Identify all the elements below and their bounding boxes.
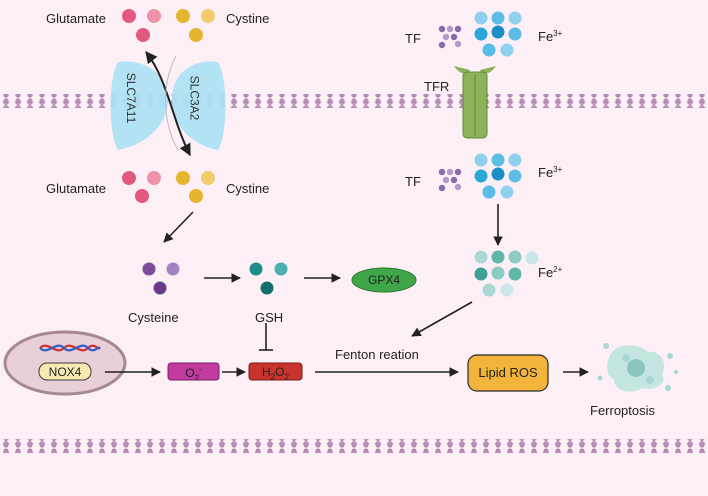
ferroptosis-label: Ferroptosis: [590, 403, 656, 418]
cystine-top-label: Cystine: [226, 11, 270, 26]
glutamate-mid-icon: [122, 171, 161, 203]
o2-label: O2-: [185, 365, 202, 383]
gsh-label: GSH: [255, 310, 284, 325]
tf-mid-icon: [438, 168, 462, 192]
cystine-mid-label: Cystine: [226, 181, 270, 196]
fe2-label: Fe2+: [538, 265, 563, 280]
transporter-divider: [165, 55, 179, 151]
nox4-box: [38, 362, 92, 381]
h2o2-label: H2O2: [262, 365, 289, 382]
slc7a11-label: SLC7A11: [124, 72, 139, 124]
glutamate-top-icon: [122, 9, 161, 42]
cell-membrane-bottom: [0, 439, 708, 453]
arrow-to-cysteine: [163, 211, 194, 243]
gpx4-label: GPX4: [367, 273, 400, 287]
fe3-mid-icon: [474, 153, 522, 199]
glutamate-top-label: Glutamate: [46, 11, 106, 26]
glutamate-mid-label: Glutamate: [46, 181, 106, 196]
arrow-fe2-to-fenton: [411, 301, 473, 337]
ferroptosis-cell-icon: [597, 343, 678, 392]
dna-helix-icon: [39, 344, 101, 352]
lipid-ros-label: Lipid ROS: [478, 365, 538, 380]
h2o2-box: [248, 362, 303, 381]
cysteine-label: Cysteine: [128, 310, 179, 325]
tf-top-label: TF: [405, 31, 421, 46]
gpx4-oval: [351, 267, 417, 293]
exchange-arrow: [145, 51, 191, 157]
tf-top-icon: [438, 25, 462, 49]
fenton-reaction-label: Fenton reation: [335, 347, 419, 362]
slc3a2-label: SLC3A2: [187, 75, 202, 121]
tfr-label: TFR: [424, 79, 450, 94]
fe3-top-label: Fe3+: [538, 29, 563, 44]
gsh-icon: [249, 262, 288, 295]
cystine-mid-icon: [176, 171, 215, 203]
fe3-top-icon: [474, 11, 522, 57]
tf-mid-label: TF: [405, 174, 421, 189]
lipid-ros-box: [467, 354, 549, 392]
nox4-label: NOX4: [48, 365, 82, 379]
cysteine-icon: [142, 262, 180, 295]
o2-box: [167, 362, 220, 381]
tfr-receptor-icon: [454, 66, 496, 139]
cystine-top-icon: [176, 9, 215, 42]
fe2-icon: [474, 250, 539, 297]
fe3-mid-label: Fe3+: [538, 165, 563, 180]
cell-membrane-top: [0, 94, 708, 108]
